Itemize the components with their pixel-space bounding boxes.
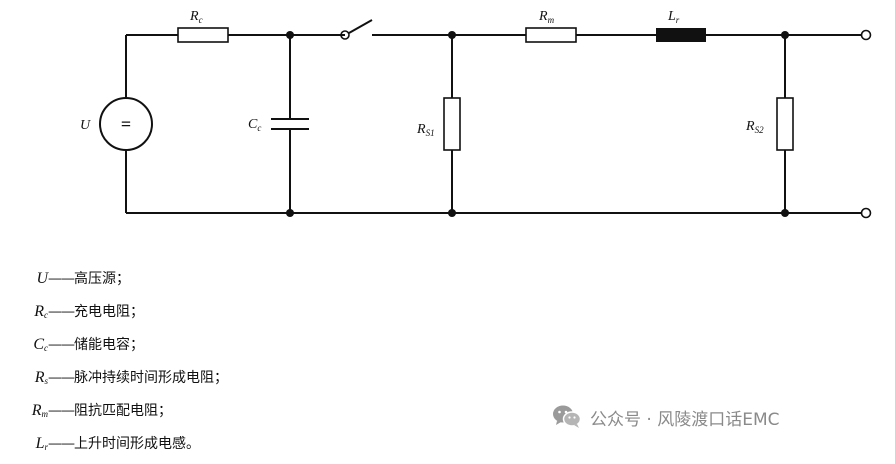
- legend-item: U——高压源；: [22, 262, 542, 295]
- cc-label: Cc: [248, 117, 261, 133]
- resistor-rm: [525, 27, 577, 43]
- legend-symbol: U: [36, 270, 48, 287]
- watermark-text: 公众号 · 风陵渡口话EMC: [590, 409, 780, 430]
- voltage-source: [99, 97, 153, 151]
- legend-symbol: Rm: [31, 402, 48, 419]
- capacitor-cc: [271, 118, 309, 130]
- component-legend: U——高压源； Rc——充电电阻； Cc——储能电容； Rs——脉冲持续时间形成…: [22, 262, 542, 460]
- legend-text: 上升时间形成电感。: [74, 436, 200, 452]
- circuit-diagram: = U Rc Cc RS1 Rm Lr RS2: [80, 9, 872, 219]
- rc-label: Rc: [189, 9, 203, 25]
- legend-text: 储能电容；: [74, 337, 144, 353]
- legend-text: 充电电阻；: [74, 304, 144, 320]
- legend-item: Rs——脉冲持续时间形成电阻；: [22, 361, 542, 394]
- legend-symbol: Rs: [34, 369, 48, 386]
- wechat-icon: [553, 405, 582, 428]
- legend-text: 高压源；: [74, 271, 130, 287]
- lr-label: Lr: [667, 9, 680, 25]
- switch-blade: [348, 19, 373, 34]
- legend-item: Lr——上升时间形成电感。: [22, 427, 542, 460]
- legend-text: 脉冲持续时间形成电阻；: [74, 370, 228, 386]
- resistor-rs2: [776, 97, 794, 151]
- rs1-label: RS1: [416, 122, 435, 138]
- output-terminal-top: [860, 29, 872, 41]
- source-symbol: =: [121, 114, 131, 134]
- legend-symbol: Lr: [35, 435, 48, 452]
- resistor-rs1: [443, 97, 461, 151]
- inductor-lr: [656, 28, 706, 42]
- junction-dots: [286, 31, 789, 217]
- rm-label: Rm: [538, 9, 555, 25]
- watermark: 公众号 · 风陵渡口话EMC: [552, 402, 780, 432]
- switch-terminal: [340, 30, 350, 40]
- legend-symbol: Rc: [34, 303, 48, 320]
- rs2-label: RS2: [745, 119, 764, 135]
- legend-item: Rm——阻抗匹配电阻；: [22, 394, 542, 427]
- source-label: U: [80, 118, 91, 133]
- output-terminal-bottom: [860, 207, 872, 219]
- legend-item: Rc——充电电阻；: [22, 295, 542, 328]
- resistor-rc: [177, 27, 229, 43]
- legend-text: 阻抗匹配电阻；: [74, 403, 172, 419]
- legend-symbol: Cc: [33, 336, 48, 353]
- legend-item: Cc——储能电容；: [22, 328, 542, 361]
